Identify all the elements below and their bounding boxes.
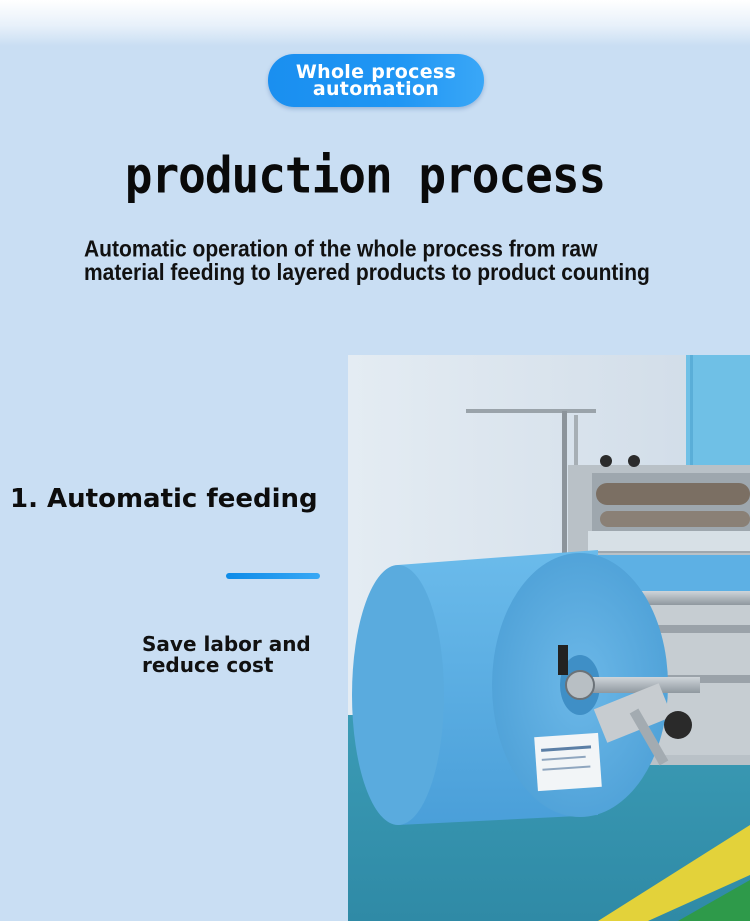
floor-yellow-stripe: [598, 825, 750, 921]
handle-knob: [558, 645, 568, 675]
feature-heading: 1. Automatic feeding: [10, 484, 318, 514]
curtain-fold: [690, 355, 693, 505]
badge-line-1: Whole process: [295, 60, 457, 83]
subtitle-line-1: Automatic operation of the whole process…: [84, 236, 598, 262]
subtitle-line-2: material feeding to layered products to …: [84, 260, 650, 286]
benefit-line-1: Save labor and: [142, 632, 311, 656]
accent-divider: [226, 573, 320, 579]
machine-photo: [348, 355, 750, 921]
badge-line-2: automation: [312, 77, 440, 100]
floor-green-area: [678, 880, 750, 921]
frame-rail-1: [648, 625, 750, 633]
sheet-feed: [588, 531, 750, 551]
process-badge: Whole process automation: [268, 54, 484, 107]
page-title: production process: [124, 145, 607, 205]
machine-roller-2: [600, 511, 750, 527]
overhead-rod: [466, 409, 596, 413]
lever-arm: [629, 708, 669, 766]
roll-shaft: [580, 677, 700, 693]
stand-post: [562, 411, 567, 561]
knob-1: [628, 455, 640, 467]
feature-benefit: Save labor and reduce cost: [142, 634, 311, 676]
roll-label: [534, 732, 602, 792]
top-fade: [0, 0, 750, 46]
page-subtitle: Automatic operation of the whole process…: [84, 236, 724, 286]
shaft-chuck: [565, 670, 595, 700]
roll-label-line-3: [542, 765, 591, 771]
machine-illustration: [348, 355, 750, 921]
machine-roller-1: [596, 483, 750, 505]
roll-label-line-1: [541, 745, 592, 752]
handwheel: [664, 711, 692, 739]
knob-2: [600, 455, 612, 467]
benefit-line-2: reduce cost: [142, 653, 274, 677]
roll-label-line-2: [541, 755, 586, 761]
roll-left-edge: [352, 565, 444, 825]
